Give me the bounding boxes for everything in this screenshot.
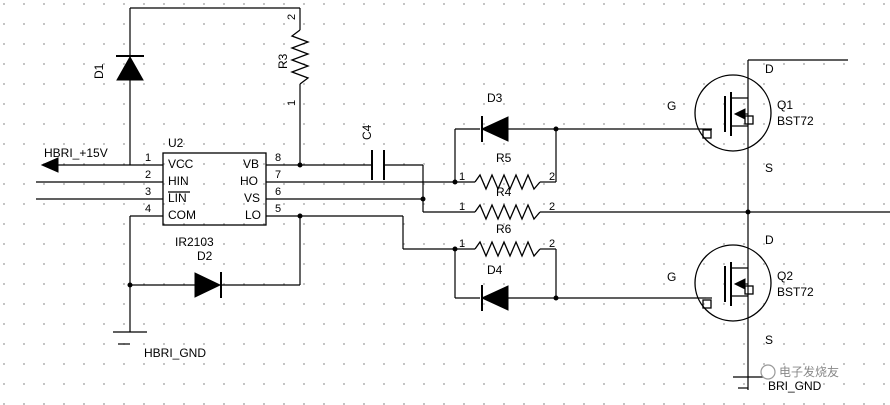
resistor-r4: R4 1 2 xyxy=(423,185,890,221)
junction-r6-right xyxy=(553,295,559,301)
ic-pin-name-hin: HIN xyxy=(168,174,189,188)
watermark: 电子发烧友 xyxy=(760,364,839,380)
r6-pin1-label: 1 xyxy=(459,238,465,250)
r6-label: R6 xyxy=(496,222,512,236)
mosfet-q2: G D S Q2 BST72 xyxy=(667,212,814,390)
low-side-gate-network: R6 1 2 D4 xyxy=(299,215,706,311)
c4-label: C4 xyxy=(360,124,374,140)
r3-label: R3 xyxy=(276,53,290,69)
q1-drain-label: D xyxy=(765,62,774,76)
ic-pin-name-vcc: VCC xyxy=(168,157,194,171)
junction-lo xyxy=(297,213,303,219)
ic-u2: U2 IR2103 VCC HIN LIN COM VB HO VS LO 1 … xyxy=(145,136,281,249)
diode-d1: D1 xyxy=(92,8,144,83)
ic-pin-num-8: 8 xyxy=(275,152,281,164)
r5-pin1-label: 1 xyxy=(459,171,465,183)
junction-r5-left xyxy=(452,179,458,185)
ic-pin-name-vb: VB xyxy=(243,157,259,171)
q2-drain-label: D xyxy=(765,233,774,247)
junction-r5-right xyxy=(553,126,559,132)
high-side-gate-network: D3 R5 1 2 xyxy=(423,91,706,191)
q2-refdes: Q2 xyxy=(777,269,793,283)
supply-port-arrow xyxy=(40,157,59,173)
resistor-r3: R3 2 1 xyxy=(276,8,310,165)
ic-pin-num-7: 7 xyxy=(275,169,281,181)
d2-label: D2 xyxy=(197,249,213,263)
junction-vb xyxy=(297,162,303,168)
junction-vs xyxy=(420,196,426,202)
r3-pin2-label: 2 xyxy=(286,14,298,20)
ic-pin-name-lin: LIN xyxy=(168,191,187,205)
ic-pin-num-5: 5 xyxy=(275,203,281,215)
d1-label: D1 xyxy=(92,63,106,79)
d4-label: D4 xyxy=(487,263,503,277)
capacitor-c4: C4 xyxy=(300,124,424,212)
q2-source-label: S xyxy=(765,333,773,347)
ic-pin-name-ho: HO xyxy=(240,174,258,188)
d3-label: D3 xyxy=(487,91,503,105)
q2-gate-label: G xyxy=(667,270,676,284)
ic-refdes: U2 xyxy=(168,136,184,150)
q1-gate-label: G xyxy=(667,99,676,113)
r6-pin2-label: 2 xyxy=(549,238,555,250)
ground-right-label: BRI_GND xyxy=(768,379,822,393)
q1-source-label: S xyxy=(765,161,773,175)
watermark-text: 电子发烧友 xyxy=(779,364,839,379)
r4-pin2-label: 2 xyxy=(549,201,555,213)
ic-pin-num-2: 2 xyxy=(145,169,151,181)
ground-net: HBRI_GND xyxy=(113,216,206,360)
supply-net-label: HBRI_+15V xyxy=(44,146,108,160)
r5-label: R5 xyxy=(496,151,512,165)
ic-pin-num-1: 1 xyxy=(145,152,151,164)
q2-part: BST72 xyxy=(777,285,814,299)
ic-part-number: IR2103 xyxy=(175,235,214,249)
ic-pin-num-3: 3 xyxy=(145,186,151,198)
ic-pin-name-lo: LO xyxy=(245,208,261,222)
ground-net-label: HBRI_GND xyxy=(144,346,206,360)
r4-pin1-label: 1 xyxy=(459,201,465,213)
r5-pin2-label: 2 xyxy=(549,171,555,183)
ic-pin-num-4: 4 xyxy=(145,203,151,215)
supply-net: HBRI_+15V xyxy=(40,83,131,173)
ground-net-right: BRI_GND xyxy=(733,376,822,393)
q1-refdes: Q1 xyxy=(777,98,793,112)
watermark-logo-icon xyxy=(760,364,776,380)
ic-pin-name-vs: VS xyxy=(244,191,260,205)
ic-pin-num-6: 6 xyxy=(275,186,281,198)
ic-right-leads xyxy=(266,164,423,217)
r3-pin1-label: 1 xyxy=(286,100,298,106)
ic-pin-name-com: COM xyxy=(168,208,196,222)
junction-r6-left xyxy=(452,246,458,252)
ic-left-leads xyxy=(36,164,163,217)
mosfet-q1: G D S Q1 BST72 xyxy=(667,59,848,212)
diode-d2: D2 xyxy=(130,249,300,298)
r4-label: R4 xyxy=(496,185,512,199)
q1-part: BST72 xyxy=(777,114,814,128)
